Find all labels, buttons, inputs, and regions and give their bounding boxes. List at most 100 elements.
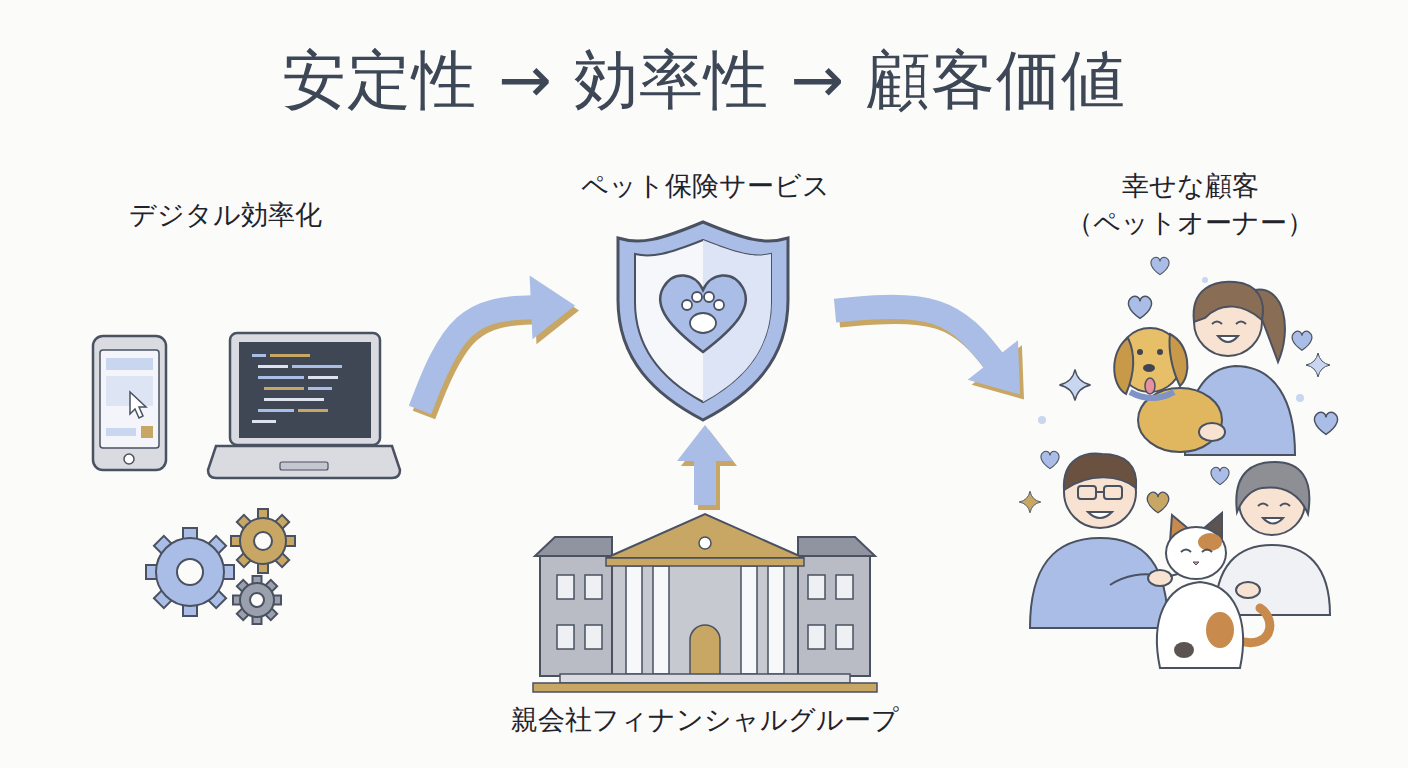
gear-tooth — [237, 580, 277, 620]
gear-medium — [231, 509, 295, 573]
happy-customers-illustration — [1019, 257, 1337, 668]
paw-toe — [682, 300, 692, 310]
code-line — [264, 398, 324, 401]
column — [626, 566, 642, 674]
pediment — [606, 514, 804, 558]
hand — [1199, 423, 1225, 441]
window — [585, 625, 602, 649]
smiling-eyes — [1212, 322, 1246, 325]
home-button — [124, 454, 134, 464]
cat-body — [1157, 582, 1243, 668]
steps — [560, 674, 850, 683]
heart-icon — [1292, 331, 1312, 350]
building-body — [540, 556, 870, 676]
phone-screen — [100, 350, 159, 448]
pointing-hand — [1148, 570, 1172, 586]
man-hair — [1064, 454, 1136, 490]
woman-hair — [1194, 282, 1263, 322]
gear-large — [146, 528, 234, 616]
arrow-head — [677, 425, 733, 461]
parent-company-building: 親会社フィナンシャルグループ — [505, 505, 905, 740]
door — [690, 625, 720, 675]
cat-patch — [1174, 642, 1194, 658]
paw-toe — [692, 292, 702, 302]
dot — [1296, 394, 1304, 402]
sparkle — [1019, 491, 1041, 513]
glasses-bridge — [1096, 491, 1104, 493]
node-label: ペット保険サービス — [581, 167, 830, 204]
pediment-ornament — [699, 537, 711, 549]
screen-bar — [106, 358, 153, 370]
wing-roof — [535, 537, 612, 556]
code-line — [258, 365, 288, 368]
heart-symbol — [660, 275, 746, 352]
dot — [1038, 416, 1046, 424]
gear-tooth — [237, 515, 289, 567]
gear-tooth — [154, 536, 226, 608]
gear-wheel — [240, 518, 286, 564]
heart-icon — [1314, 412, 1337, 434]
dog-tongue — [1145, 378, 1155, 394]
dog-ear — [1114, 338, 1133, 394]
wing-roof — [798, 537, 875, 556]
shield-inner — [635, 240, 771, 402]
code-line — [258, 376, 304, 379]
laptop-base — [208, 446, 400, 478]
heart-icon — [1147, 492, 1168, 513]
cat-eyes — [1181, 550, 1212, 553]
sparkle — [1059, 369, 1090, 400]
trackpad — [280, 462, 328, 470]
laptop-icon — [208, 333, 400, 478]
code-line — [252, 420, 276, 423]
window — [808, 625, 825, 649]
flow-arrow — [677, 425, 737, 510]
gear-tooth — [154, 536, 226, 608]
building-center — [612, 556, 798, 676]
code-line — [308, 387, 332, 390]
flow-arrow — [835, 307, 1024, 400]
phone-body — [93, 336, 166, 470]
heart-icon — [1128, 296, 1151, 318]
heart-icon — [1151, 257, 1169, 274]
arrow-head — [968, 340, 1020, 394]
pet-insurance-shield: ペット保険サービス — [575, 165, 835, 425]
window — [557, 625, 574, 649]
column — [768, 566, 784, 674]
dog-collar — [1130, 392, 1174, 398]
heart-icon — [1041, 451, 1059, 468]
woman-hair — [1236, 462, 1309, 514]
gear-hole — [177, 559, 203, 585]
bank-building — [533, 514, 877, 692]
man-body — [1030, 538, 1168, 628]
arrow-shaft — [694, 459, 716, 505]
window — [557, 575, 574, 599]
code-line — [292, 365, 342, 368]
cat-nose — [1193, 562, 1199, 565]
window — [585, 575, 602, 599]
smile — [1263, 518, 1283, 524]
laptop-screen — [239, 342, 371, 438]
smile — [1088, 512, 1112, 518]
cat-patch — [1198, 533, 1222, 551]
laptop-lid — [230, 333, 380, 445]
glasses — [1078, 486, 1096, 499]
arrow-shaft — [835, 307, 994, 362]
arrow-head — [530, 275, 575, 339]
dog-eye — [1157, 349, 1163, 355]
shield-outer — [618, 222, 788, 420]
gear-tooth — [237, 580, 277, 620]
building-base — [533, 683, 877, 692]
flow-arrow — [420, 275, 579, 415]
column — [653, 566, 669, 674]
smiling-eyes — [1258, 504, 1290, 507]
cat-head — [1166, 527, 1226, 579]
paw-toe — [704, 292, 714, 302]
screen-button — [141, 426, 153, 438]
heart-icon — [1211, 467, 1229, 484]
gear-wheel — [156, 538, 224, 606]
column — [741, 566, 757, 674]
gear-wheel — [240, 583, 274, 617]
window — [836, 625, 853, 649]
gear-tooth — [237, 515, 289, 567]
